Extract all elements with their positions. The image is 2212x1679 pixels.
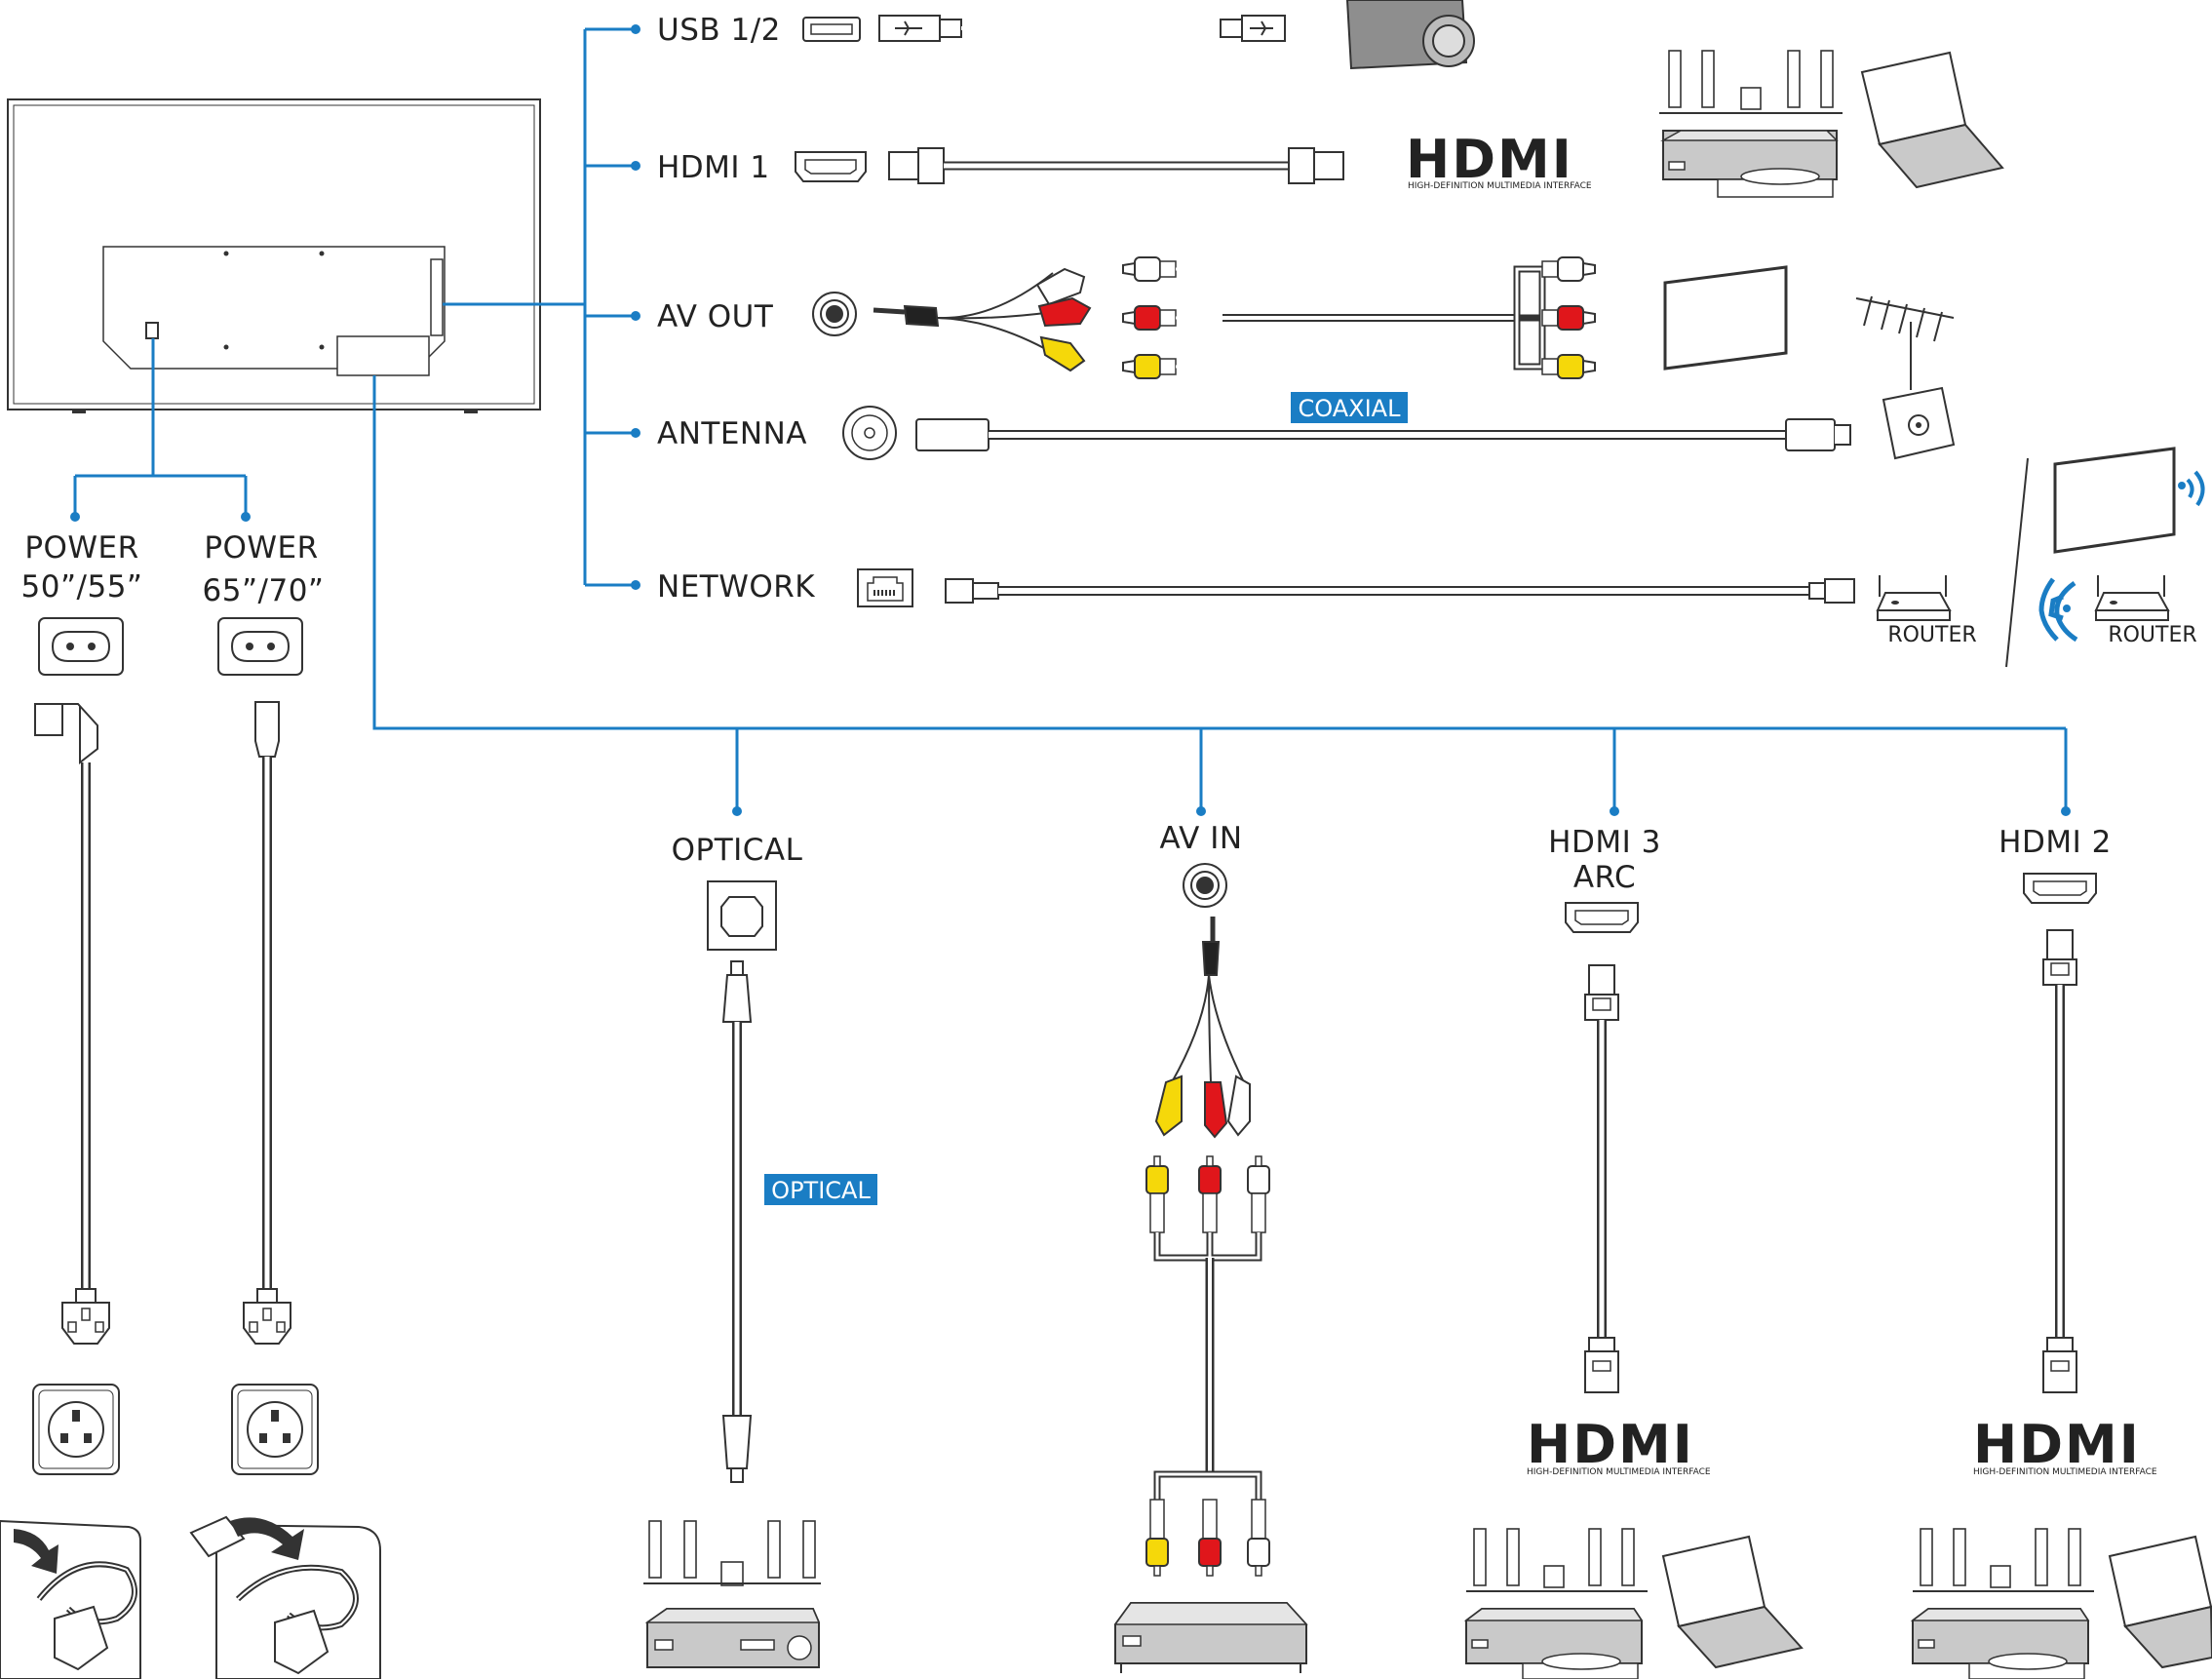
hdmi3-port-label: HDMI 3 xyxy=(1548,825,1661,860)
hdmi-cable-icon xyxy=(1584,964,1619,1393)
power-left: POWER 50”/55” xyxy=(0,530,142,1679)
optical-tag: OPTICAL xyxy=(764,1174,877,1205)
network-connection: ROUTER ROUTER xyxy=(857,447,2205,668)
rca-plugs-left xyxy=(1122,256,1224,379)
av-in-cable-icon xyxy=(1154,917,1251,1139)
av-out-connection xyxy=(812,256,1788,379)
router-wireless-label: ROUTER xyxy=(2108,623,2196,647)
optical-connection: OPTICAL OPTICAL xyxy=(643,833,877,1668)
hdmi3-arc-label: ARC xyxy=(1573,860,1636,895)
usb-connection xyxy=(802,0,1475,70)
hdmi-logo-text: HDMI xyxy=(1406,129,1573,190)
hdmi1-port-label: HDMI 1 xyxy=(657,150,770,185)
hdmi-logo-text: HDMI xyxy=(1527,1414,1694,1475)
hdmi2-connection: HDMI 2 HDMI HIGH-DEFINITION MULTIMEDIA I… xyxy=(1910,825,2212,1679)
coaxial-tag-text: COAXIAL xyxy=(1299,395,1402,422)
laptop-icon xyxy=(1661,1535,1804,1669)
hdmi-cable-icon xyxy=(2042,929,2077,1393)
ethernet-port-icon xyxy=(857,568,913,607)
av-out-port-label: AV OUT xyxy=(657,299,774,334)
power-cable-right-icon xyxy=(243,701,291,1345)
laptop-icon xyxy=(2108,1535,2212,1669)
av-in-connection: AV IN xyxy=(1113,821,1308,1673)
plug-box-left-icon xyxy=(0,1519,141,1679)
hdmi1-connection: HDMI HIGH-DEFINITION MULTIMEDIA INTERFAC… xyxy=(795,50,2004,198)
hdmi-port-icon xyxy=(1565,902,1639,933)
hdmi-logo: HDMI HIGH-DEFINITION MULTIMEDIA INTERFAC… xyxy=(1527,1414,1711,1477)
network-port-label: NETWORK xyxy=(657,569,815,605)
hdmi-logo-subtext: HIGH-DEFINITION MULTIMEDIA INTERFACE xyxy=(1408,181,1592,191)
av-in-port-label: AV IN xyxy=(1159,821,1242,856)
wall-antenna-icon xyxy=(1855,295,1956,460)
av-out-jack-icon xyxy=(812,292,857,336)
home-theater-icon xyxy=(1910,1528,2094,1679)
hdmi-logo-text: HDMI xyxy=(1973,1414,2141,1475)
power-right-size: 65”/70” xyxy=(203,573,325,608)
laptop-icon xyxy=(1860,51,2004,189)
hdmi-logo: HDMI HIGH-DEFINITION MULTIMEDIA INTERFAC… xyxy=(1406,129,1592,191)
wall-outlet-right-icon xyxy=(231,1384,319,1475)
hdmi2-port-label: HDMI 2 xyxy=(1999,825,2112,860)
power-socket-icon xyxy=(38,617,124,676)
power-cable-left-icon xyxy=(34,703,110,1345)
coaxial-cable-icon xyxy=(915,418,1851,451)
power-left-title: POWER xyxy=(24,530,138,566)
hdmi-logo: HDMI HIGH-DEFINITION MULTIMEDIA INTERFAC… xyxy=(1973,1414,2157,1477)
ethernet-cable-icon xyxy=(945,578,1855,604)
router-wired-label: ROUTER xyxy=(1887,623,1976,647)
home-theater-icon xyxy=(1659,50,1843,198)
optical-port-icon xyxy=(707,880,777,951)
optical-port-label: OPTICAL xyxy=(672,833,803,868)
router-wired-icon: ROUTER xyxy=(1876,575,1977,647)
usb-port-label: USB 1/2 xyxy=(657,13,781,48)
tv-screen-icon xyxy=(1663,265,1788,371)
tv-back-panel xyxy=(7,98,541,413)
usb-port-icon xyxy=(802,17,861,42)
rca-plugs-right xyxy=(1513,256,1596,379)
hdmi-port-icon xyxy=(795,151,867,182)
home-theater-icon xyxy=(643,1520,821,1668)
hdmi-logo-subtext: HIGH-DEFINITION MULTIMEDIA INTERFACE xyxy=(1527,1467,1711,1477)
antenna-port-icon xyxy=(842,406,897,460)
plug-box-right-icon xyxy=(189,1515,381,1679)
rca-plugs-upper xyxy=(1145,1155,1270,1262)
home-theater-icon xyxy=(1463,1528,1648,1679)
av-in-jack-icon xyxy=(1183,863,1227,908)
camera-icon xyxy=(1345,0,1475,70)
router-wireless-icon: ROUTER xyxy=(2038,575,2197,647)
optical-tag-text: OPTICAL xyxy=(771,1177,871,1204)
hdmi-logo-subtext: HIGH-DEFINITION MULTIMEDIA INTERFACE xyxy=(1973,1467,2157,1477)
smart-tv-wireless-icon xyxy=(2053,447,2205,554)
power-left-size: 50”/55” xyxy=(21,569,143,605)
usb-cable-icon xyxy=(878,15,1286,42)
set-top-box-icon xyxy=(1113,1602,1308,1673)
coaxial-tag: COAXIAL xyxy=(1291,392,1408,423)
optical-cable-icon xyxy=(721,960,753,1483)
antenna-connection: COAXIAL xyxy=(842,295,1956,460)
hdmi-cable-icon xyxy=(888,147,1344,184)
rca-plugs-lower xyxy=(1145,1470,1270,1577)
hdmi3-connection: HDMI 3 ARC HDMI HIGH-DEFINITION MULTIMED… xyxy=(1463,825,1804,1679)
wall-outlet-left-icon xyxy=(32,1384,120,1475)
connector-lines xyxy=(70,24,2071,816)
av-out-cable-icon xyxy=(873,267,1092,372)
power-socket-icon xyxy=(217,617,303,676)
hdmi-port-icon xyxy=(2023,873,2097,904)
power-right: POWER 65”/70” xyxy=(189,530,381,1679)
antenna-port-label: ANTENNA xyxy=(657,416,807,451)
power-right-title: POWER xyxy=(204,530,318,566)
